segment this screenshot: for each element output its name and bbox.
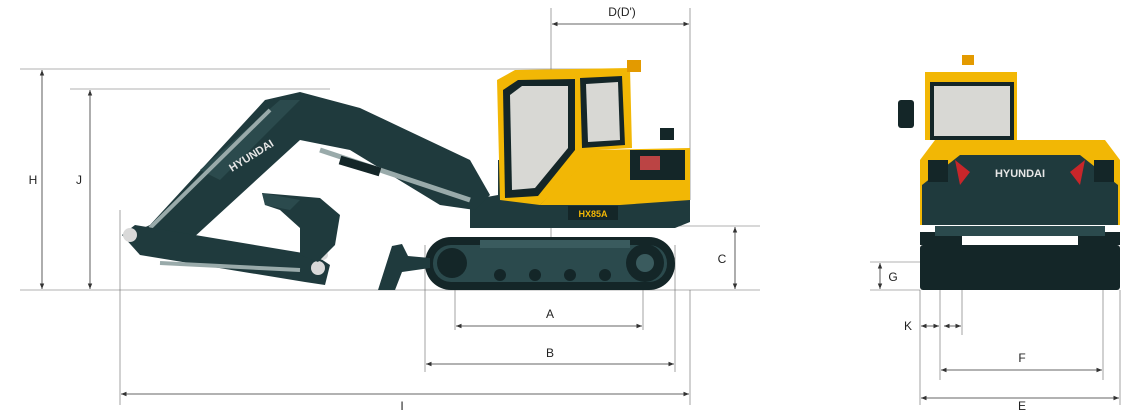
- excavator-side-view: HX85A HYUNDAI: [122, 60, 690, 290]
- label-b: B: [546, 346, 554, 360]
- dimension-arrows: [39, 21, 1119, 401]
- label-f: F: [1018, 351, 1025, 365]
- crawler-track: [425, 237, 675, 290]
- model-badge: HX85A: [578, 209, 608, 219]
- rear-track-block: [920, 245, 1120, 290]
- label-c: C: [718, 252, 727, 266]
- dozer-blade: [378, 244, 430, 290]
- label-i: I: [400, 399, 403, 410]
- label-h: H: [29, 173, 38, 187]
- label-a: A: [546, 307, 554, 321]
- arm: [122, 225, 330, 285]
- label-d: D(D'): [608, 5, 636, 19]
- dimension-labels: D(D') H J C A B I G K F E: [29, 5, 1026, 410]
- label-j: J: [76, 173, 82, 187]
- excavator-rear-view: HYUNDAI: [898, 55, 1120, 290]
- label-e: E: [1018, 399, 1026, 410]
- bucket: [262, 193, 340, 262]
- boom: [125, 92, 490, 250]
- label-g: G: [888, 270, 897, 284]
- rear-brand-text: HYUNDAI: [995, 168, 1045, 180]
- label-k: K: [904, 319, 912, 333]
